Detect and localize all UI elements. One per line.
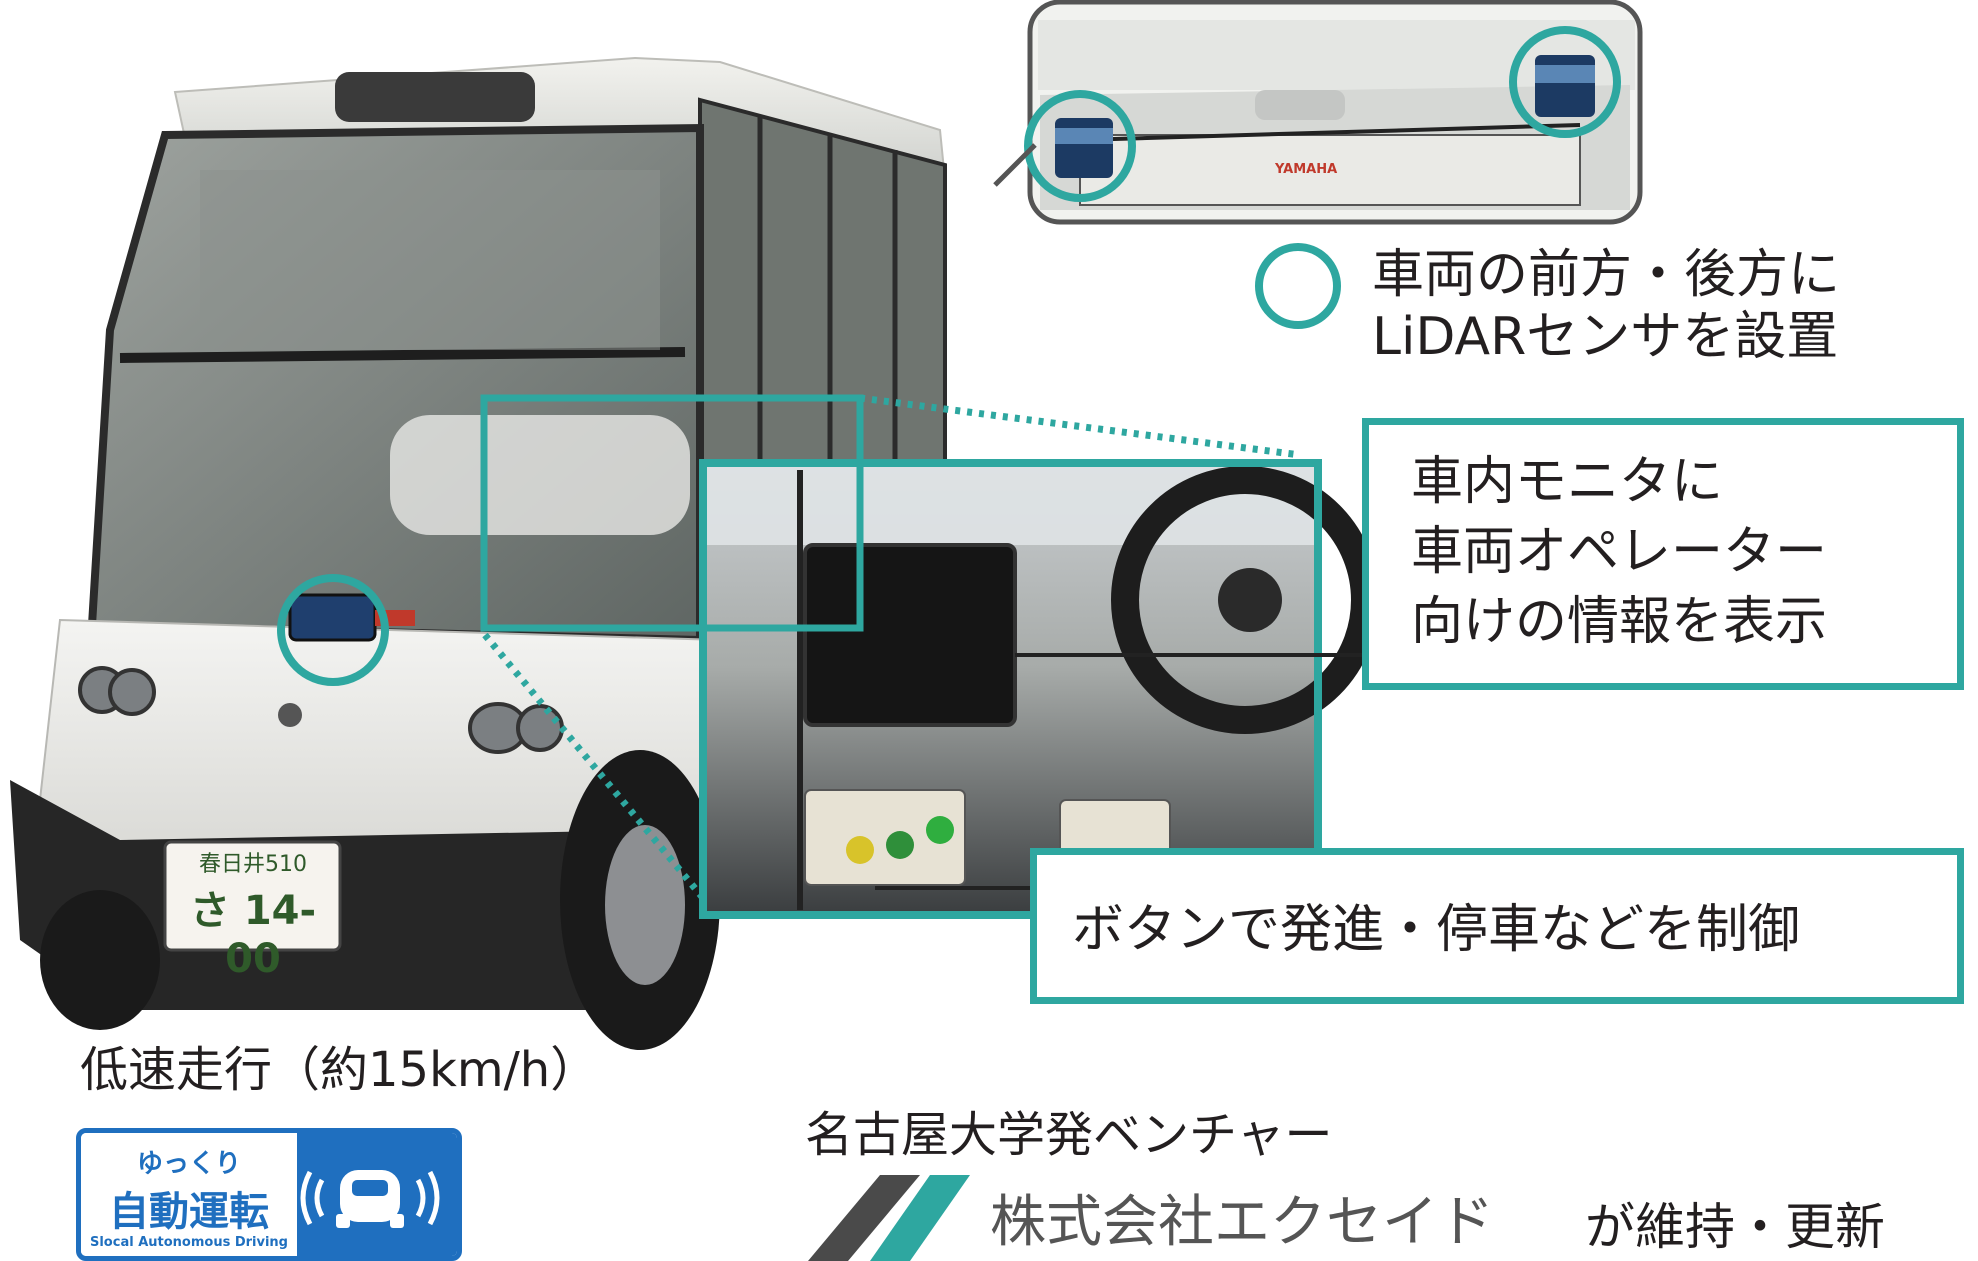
buttons-callout: ボタンで発進・停車などを制御 <box>1030 848 1964 1004</box>
venture-suffix: が維持・更新 <box>1585 1198 1885 1256</box>
plate-region: 春日井510 <box>199 852 307 877</box>
monitor-callout: 車内モニタに 車両オペレーター 向けの情報を表示 <box>1362 418 1964 690</box>
exeid-logo-icon <box>808 1175 970 1261</box>
monitor-callout-text: 車内モニタに 車両オペレーター 向けの情報を表示 <box>1411 447 1827 657</box>
venture-heading: 名古屋大学発ベンチャー <box>805 1107 1333 1163</box>
lidar-caption-line1: 車両の前方・後方に <box>1372 245 1841 305</box>
legend-circle-icon <box>1255 243 1341 329</box>
license-plate: 春日井510 さ 14-00 <box>168 846 338 982</box>
yamaha-label: YAMAHA <box>1275 162 1338 177</box>
lidar-caption: 車両の前方・後方に LiDARセンサを設置 <box>1372 244 1840 368</box>
monitor-line3: 向けの情報を表示 <box>1411 592 1828 652</box>
monitor-line1: 車内モニタに <box>1411 452 1724 512</box>
badge-line1: ゆっくり <box>136 1149 241 1179</box>
lidar-inset-photo <box>1027 0 1643 225</box>
buttons-caption: ボタンで発進・停車などを制御 <box>1072 900 1801 960</box>
badge-line2: 自動運転 <box>109 1189 269 1235</box>
badge-line3: Slocal Autonomous Driving <box>89 1235 288 1250</box>
venture-company: 株式会社エクセイド <box>990 1190 1494 1255</box>
dashboard-inset-photo <box>703 465 1379 915</box>
slocal-badge: ゆっくり 自動運転 Slocal Autonomous Driving <box>76 1128 462 1261</box>
speed-caption: 低速走行（約15km/h） <box>80 1042 599 1098</box>
monitor-line2: 車両オペレーター <box>1411 522 1828 582</box>
plate-number: さ 14-00 <box>189 888 317 982</box>
lidar-caption-line2: LiDARセンサを設置 <box>1372 307 1839 367</box>
badge-text-panel: ゆっくり 自動運転 Slocal Autonomous Driving <box>81 1133 297 1256</box>
callout-connectors <box>277 26 1621 919</box>
badge-icon-panel <box>297 1133 457 1256</box>
